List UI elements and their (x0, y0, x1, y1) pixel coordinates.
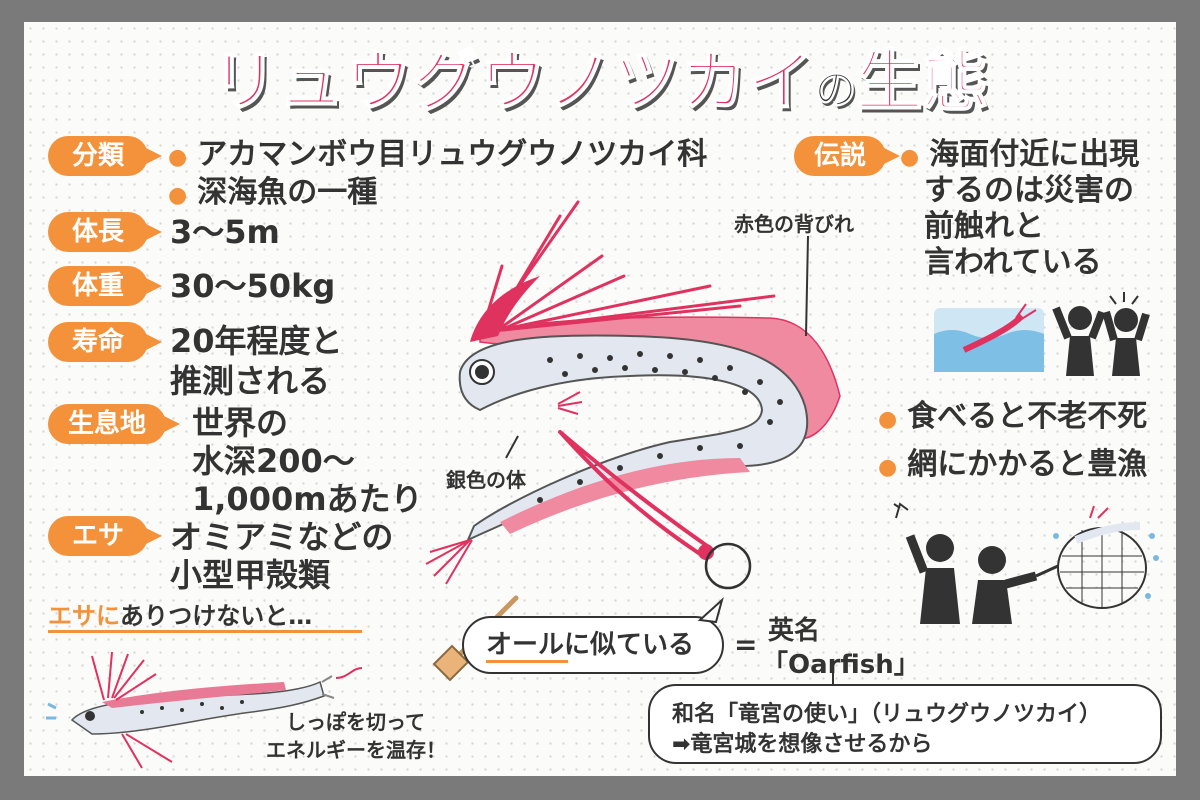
legend-line4: 言われている (924, 245, 1102, 280)
english-name: 「Oarfish」 (762, 650, 920, 680)
label-habitat: 生息地 (48, 404, 180, 444)
english-name-label: 英名 (768, 616, 821, 646)
bullet-icon: ● (168, 145, 188, 170)
disaster-illustration (934, 292, 1150, 376)
japanese-name-box (648, 684, 1162, 764)
infographic-panel (24, 22, 1176, 776)
japanese-name-line2: ➡竜宮城を想像させるから (672, 732, 933, 757)
dorsal-fin-label: 赤色の背びれ (734, 212, 854, 236)
belief-immortality: ●食べると不老不死 (878, 399, 1148, 434)
habitat-line1: 世界の (192, 404, 289, 442)
bullet-icon: ● (878, 455, 898, 480)
label-classification: 分類 (48, 136, 162, 176)
page-title: リュウグウノツカイの生態 (0, 28, 1200, 124)
bullet-icon: ● (168, 183, 188, 208)
oarfish-illustration (425, 200, 841, 590)
legend-line2: するのは災害の (924, 173, 1134, 208)
bullet-icon: ● (900, 145, 920, 170)
oar-speech-bubble (462, 616, 724, 674)
legend-line1: ●海面付近に出現 (900, 137, 1140, 172)
tail-cut-line1: しっぽを切って (286, 710, 425, 734)
label-lifespan: 寿命 (48, 322, 162, 362)
title-main: リュウグウノツカイ (210, 42, 815, 121)
label-length: 体長 (48, 212, 162, 252)
bullet-icon: ● (878, 407, 898, 432)
label-legend: 伝説 (794, 136, 900, 176)
classification-line1: ●アカマンボウ目リュウグウノツカイ科 (168, 137, 708, 172)
hungry-underline (48, 630, 362, 633)
food-line1: オミアミなどの (170, 518, 394, 556)
habitat-line2: 水深200〜 (192, 442, 355, 480)
belief-good-catch: ●網にかかると豊漁 (878, 447, 1148, 482)
equals-sign: = (734, 628, 758, 661)
label-weight: 体重 (48, 266, 162, 306)
silver-body-label: 銀色の体 (446, 468, 526, 492)
oar-text: オールに似ている (486, 630, 695, 660)
classification-line2: ●深海魚の一種 (168, 175, 378, 210)
label-food: エサ (48, 516, 162, 556)
legend-line3: 前触れと (924, 209, 1044, 244)
lifespan-line2: 推測される (170, 362, 331, 400)
japanese-name-line1: 和名「竜宮の使い」（リュウグウノツカイ） (672, 702, 1102, 727)
habitat-line3: 1,000mあたり (192, 480, 423, 518)
bubble-tail (697, 596, 724, 624)
weight-value: 30〜50kg (170, 267, 336, 305)
food-line2: 小型甲殻類 (170, 556, 331, 594)
title-ecology: 生態 (856, 42, 990, 121)
hungry-note: エサにありつけないと… (48, 602, 313, 630)
oar-underline (486, 660, 568, 663)
lifespan-line1: 20年程度と (170, 322, 343, 360)
small-oarfish-illustration (46, 651, 363, 769)
title-particle: の (814, 65, 857, 115)
tail-cut-line2: エネルギーを温存！ (266, 738, 446, 762)
name-connector (832, 664, 834, 686)
length-value: 3〜5m (170, 213, 280, 251)
fishing-net-illustration (893, 502, 1159, 624)
